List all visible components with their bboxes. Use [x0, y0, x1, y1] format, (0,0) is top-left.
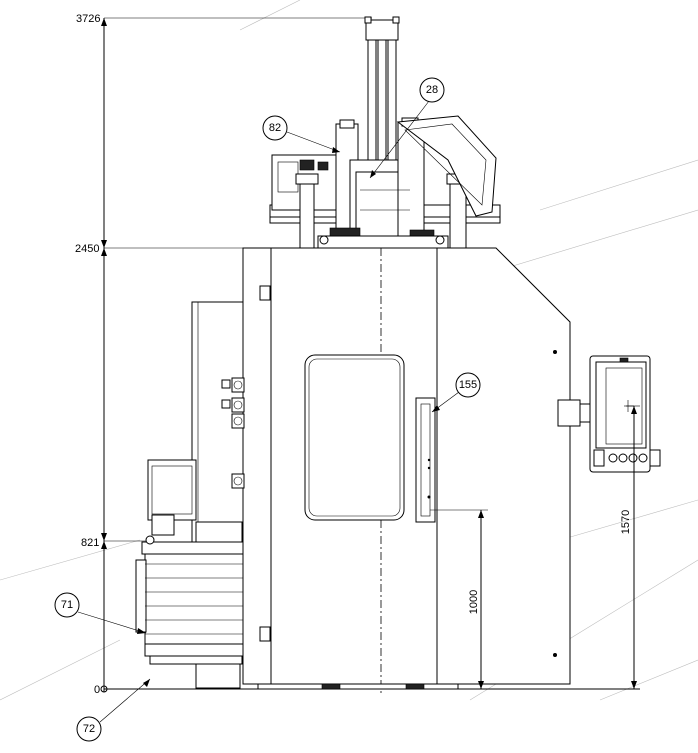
dimension-1570 [626, 405, 640, 689]
callout-28-label: 28 [426, 84, 438, 96]
callout-155-label: 155 [459, 379, 477, 391]
callout-82: 82 [262, 115, 288, 141]
callout-72: 72 [76, 716, 102, 742]
callout-leaders [77, 100, 460, 723]
dimension-label-1000: 1000 [468, 590, 480, 614]
control-panel [557, 355, 661, 473]
top-press-assembly [269, 16, 501, 251]
dimension-label-1570: 1570 [620, 510, 632, 534]
callout-72-label: 72 [83, 723, 95, 735]
callout-82-label: 82 [269, 122, 281, 134]
motor-unit [135, 459, 244, 689]
callout-28: 28 [419, 77, 445, 103]
elevation-label-top: 3726 [76, 13, 100, 25]
callout-155: 155 [455, 372, 481, 398]
callout-71-label: 71 [61, 599, 73, 611]
elevation-label-zero: 0 [94, 684, 100, 696]
elevation-label-mid: 821 [81, 537, 99, 549]
side-cabinet [191, 301, 245, 543]
callout-71: 71 [54, 592, 80, 618]
machine-body [242, 247, 571, 695]
elevation-label-upper: 2450 [75, 243, 99, 255]
dimension-1000 [430, 509, 488, 689]
